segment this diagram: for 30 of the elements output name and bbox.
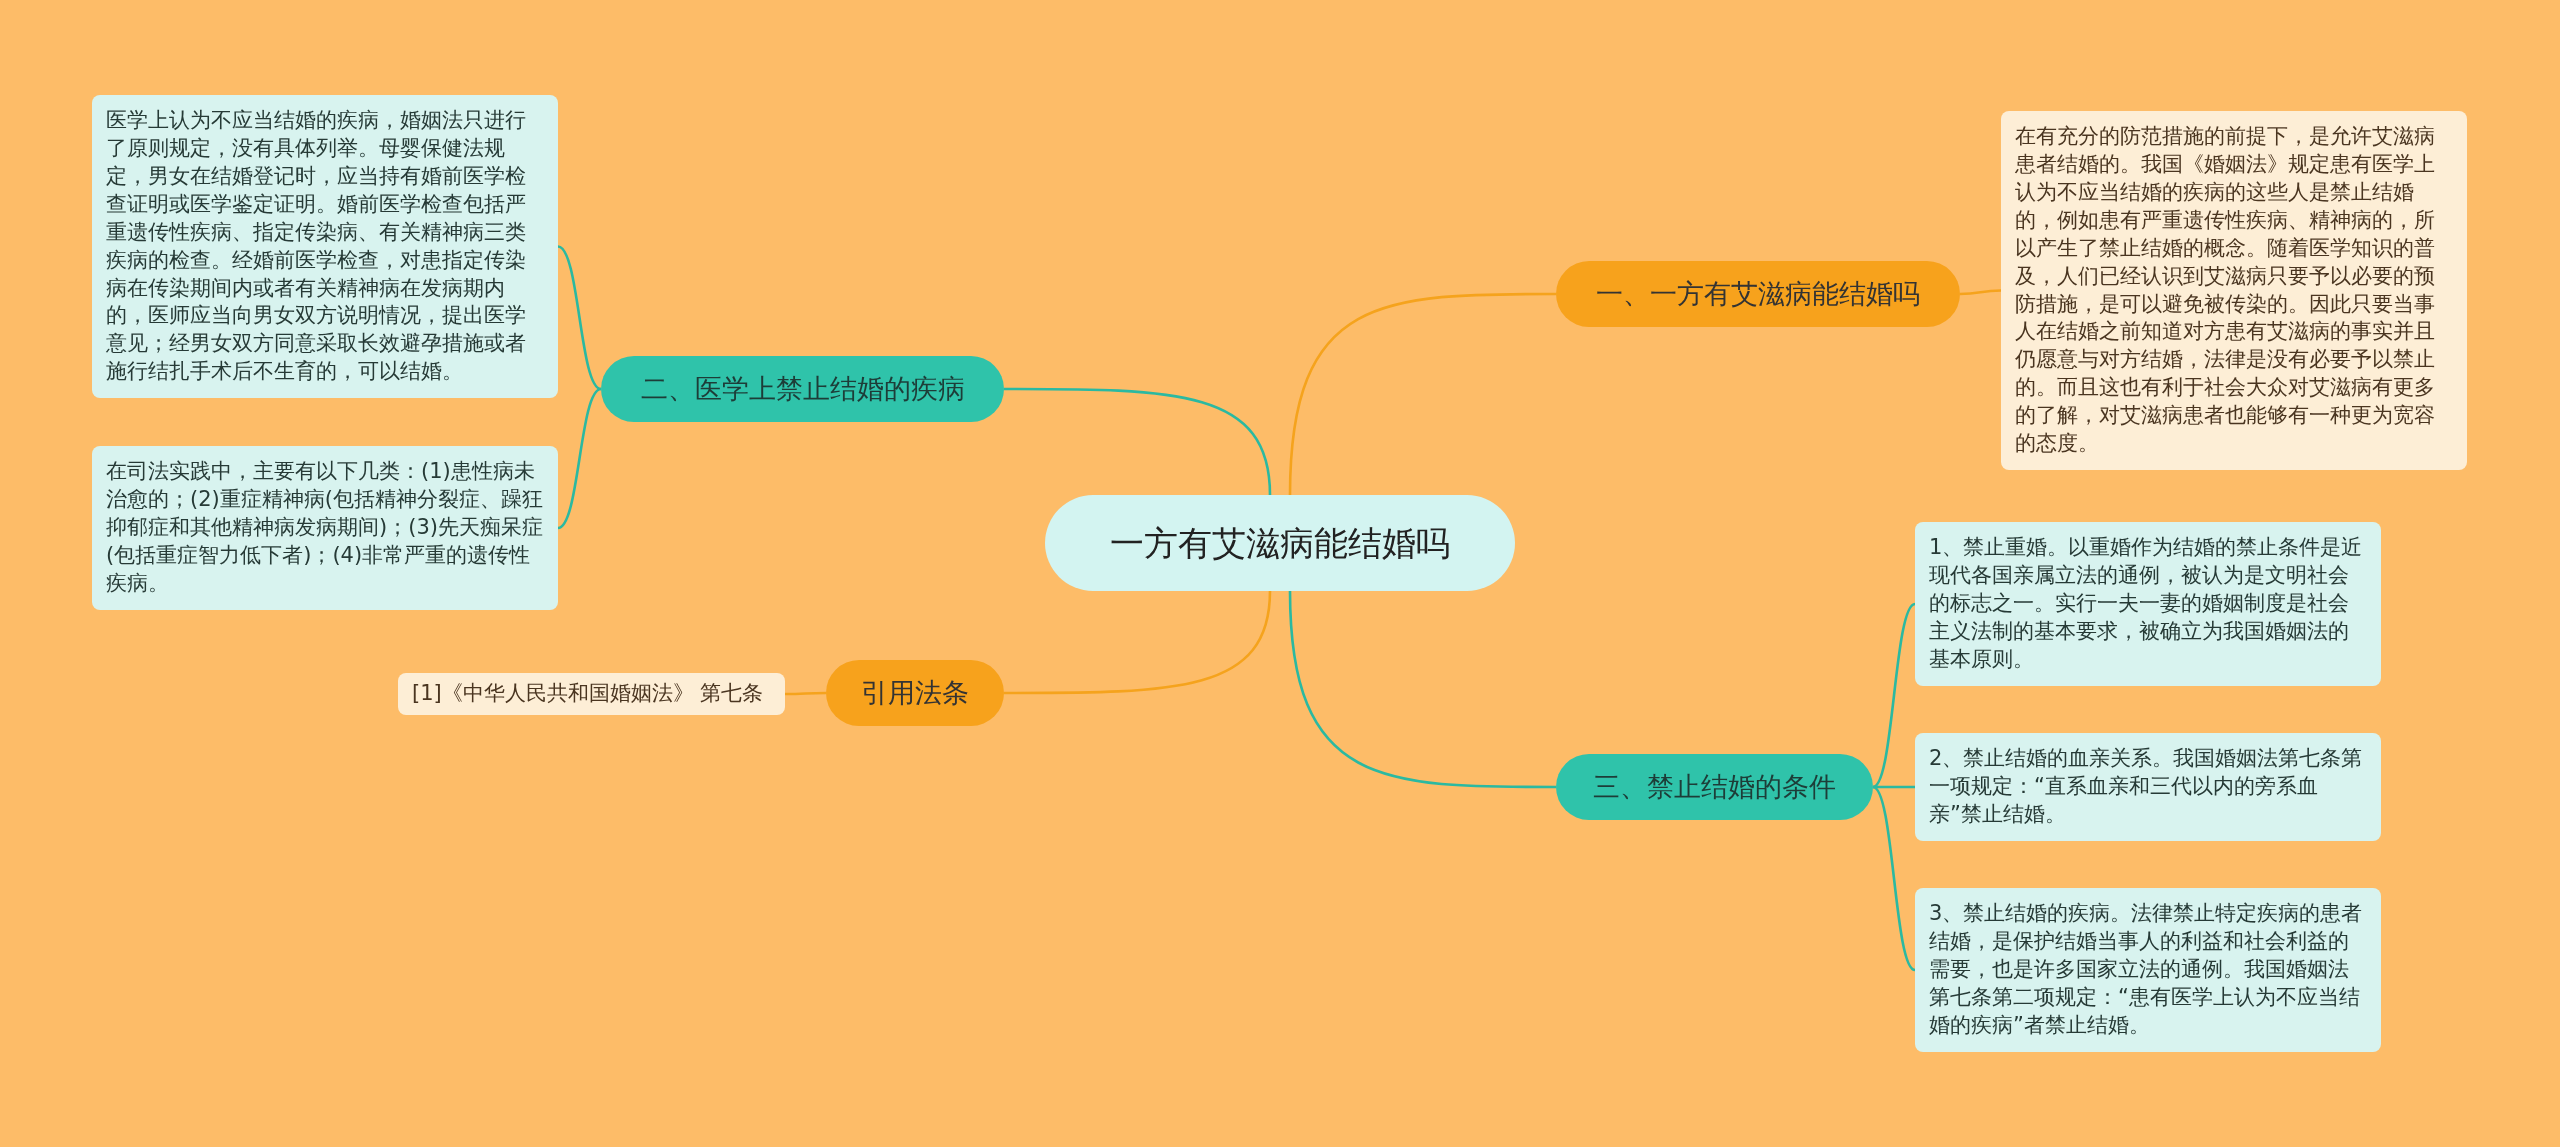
- topic-label: 引用法条: [861, 676, 969, 710]
- connector-line: [1872, 602, 1916, 789]
- connector-line: [557, 245, 602, 391]
- note-card: [2001, 111, 2467, 471]
- note-card: [92, 446, 558, 610]
- connector-line: [1960, 289, 2001, 296]
- note-text: [1]《中华人民共和国婚姻法》 第七条: [412, 680, 764, 708]
- note-text: 3、禁止结婚的疾病。法律禁止特定疾病的患者结婚，是保护结婚当事人的利益和社会利益的需要，也是许多国家立法的通例。我国婚姻法第七条第二项规定：“患有医学上认为不应当结婚的疾病”者禁止结婚。: [1929, 900, 2364, 1039]
- note-text: 在司法实践中，主要有以下几类：(1)患性病未治愈的；(2)重症精神病(包括精神分裂症、躁狂抑郁症和其他精神病发病期间)；(3)先天痴呆症(包括重症智力低下者)；(4)非常严重的遗传性疾病。: [106, 458, 544, 597]
- note-text: 2、禁止结婚的血亲关系。我国婚姻法第七条第一项规定：“直系血亲和三代以内的旁系血亲”禁止结婚。: [1929, 745, 2364, 828]
- note-text: 1、禁止重婚。以重婚作为结婚的禁止条件是近现代各国亲属立法的通例，被认为是文明社会的标志之一。实行一夫一妻的婚姻制度是社会主义法制的基本要求，被确立为我国婚姻法的基本原则。: [1929, 534, 2364, 673]
- connector-line: [1872, 785, 1916, 972]
- note-card: [92, 95, 558, 399]
- note-text: 医学上认为不应当结婚的疾病，婚姻法只进行了原则规定，没有具体列举。母婴保健法规定，男女在结婚登记时，应当持有婚前医学检查证明或医学鉴定证明。婚前医学检查包括严重遗传性疾病、指定传染病、有关精神病三类疾病的检查。经婚前医学检查，对患指定传染病在传染期间内或者有关精神病在发病期内的，医师应当向男女双方说明情况，提出医学意见；经男女双方同意采取长效避孕措施或者施行结扎手术后不生育的，可以结婚。: [106, 107, 527, 386]
- connector-line: [785, 691, 826, 696]
- topic-label: 一、一方有艾滋病能结婚吗: [1596, 277, 1920, 311]
- connector-line: [1004, 590, 1272, 695]
- connector-line: [1288, 292, 1556, 496]
- connector-line: [1873, 785, 1915, 789]
- note-card: [1915, 888, 2381, 1052]
- note-card: [1915, 733, 2381, 841]
- note-card: [1915, 522, 2381, 686]
- connector-line: [557, 387, 602, 530]
- note-card: [398, 673, 785, 715]
- topic-label: 一方有艾滋病能结婚吗: [1110, 522, 1450, 564]
- note-text: 在有充分的防范措施的前提下，是允许艾滋病患者结婚的。我国《婚姻法》规定患有医学上认为不应当结婚的疾病的这些人是禁止结婚的，例如患有严重遗传性疾病、精神病的，所以产生了禁止结婚的概念。随着医学知识的普及，人们已经认识到艾滋病只要予以必要的预防措施，是可以避免被传染的。因此只要当事人在结婚之前知道对方患有艾滋病的事实并且仍愿意与对方结婚，法律是没有必要予以禁止的。而且这也有利于社会大众对艾滋病有更多的了解，对艾滋病患者也能够有一种更为宽容的态度。: [2015, 123, 2436, 458]
- connector-line: [1288, 590, 1556, 789]
- topic-label: 三、禁止结婚的条件: [1593, 770, 1836, 804]
- topic-label: 二、医学上禁止结婚的疾病: [640, 372, 965, 406]
- connector-line: [1004, 387, 1272, 496]
